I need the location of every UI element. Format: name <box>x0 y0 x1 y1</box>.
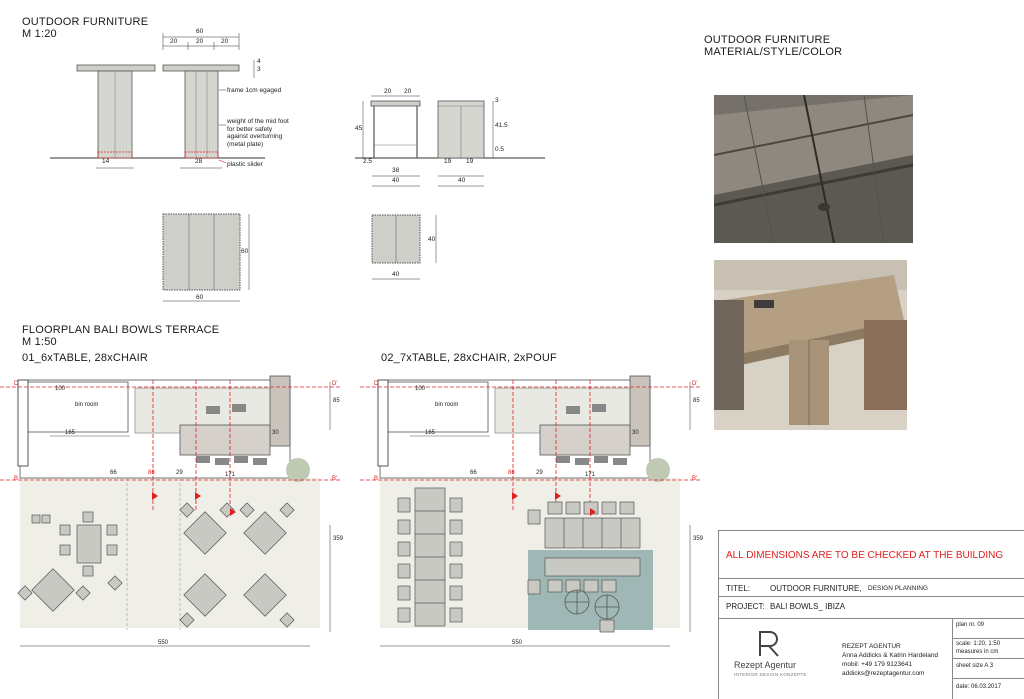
floorplan-scale: M 1:50 <box>22 336 57 348</box>
dim-top-a: 20 <box>170 38 178 45</box>
plan2-section-dp: D' <box>692 381 698 387</box>
title-block: ALL DIMENSIONS ARE TO BE CHECKED AT THE … <box>718 530 1024 699</box>
dim-chair2-b: 19 <box>466 158 474 165</box>
plan2-dim-359: 359 <box>693 536 704 542</box>
plan1-label: 01_6xTABLE, 28xCHAIR <box>22 352 149 364</box>
plan1-dim-29: 29 <box>176 470 183 476</box>
dim-top-c: 20 <box>221 38 229 45</box>
plan1-section-d: D <box>14 381 19 387</box>
table-plan-view <box>162 213 241 291</box>
plan2-dim-165: 165 <box>425 430 436 436</box>
company-mobil: mobil: +49 179 9123641 <box>842 661 912 668</box>
company-email: addicks@rezeptagentur.com <box>842 670 925 677</box>
plan2-section-d: D <box>374 381 379 387</box>
chair-side-view <box>370 100 421 158</box>
dim-thick-3: 3 <box>257 66 261 73</box>
wood-texture-photo <box>714 95 913 243</box>
plan2-section-bp: B' <box>692 476 698 482</box>
furniture-scale: M 1:20 <box>22 28 57 40</box>
chair-front-view <box>437 100 485 159</box>
plan1-dim-165: 165 <box>65 430 76 436</box>
plan1-dim-86: 86 <box>148 470 155 476</box>
dim-chair2-top: 3 <box>495 97 499 104</box>
dim-chair2-body: 41.5 <box>495 122 508 129</box>
dim-chair-w: 40 <box>392 177 400 184</box>
plan1-dim-359: 359 <box>333 536 344 542</box>
furniture-drawings <box>50 33 545 302</box>
material-title: OUTDOOR FURNITURE <box>704 34 831 46</box>
titel-value: OUTDOOR FURNITURE, <box>770 584 862 593</box>
floorplan-2 <box>360 375 700 647</box>
dim-chair2-a: 19 <box>444 158 452 165</box>
plan1-section-b: B <box>14 476 19 482</box>
date-info: date: 06.03.2017 <box>956 684 1002 690</box>
floorplan-1 <box>0 375 340 647</box>
plan1-bin-room: bin room <box>75 402 99 408</box>
dim-plan-chair-h: 40 <box>428 236 436 243</box>
dim-foot-mid: 28 <box>195 158 203 165</box>
logo-icon <box>759 631 779 657</box>
furniture-title: OUTDOOR FURNITURE <box>22 16 149 28</box>
company-name: REZEPT AGENTUR <box>842 643 901 650</box>
dim-thick-4: 4 <box>257 58 261 65</box>
material-subtitle: MATERIAL/STYLE/COLOR <box>704 46 843 58</box>
dim-chair-inner: 38 <box>392 167 400 174</box>
plan1-dim-550: 550 <box>158 640 169 646</box>
measures-info: measures in cm <box>956 649 999 655</box>
plan1-dim-85: 85 <box>333 398 340 404</box>
titel-label: TITEL: <box>726 584 751 593</box>
company-people: Anna Addicks & Katrin Hardeland <box>842 652 939 659</box>
floorplan-title: FLOORPLAN BALI BOWLS TERRACE <box>22 324 220 336</box>
dim-top-b: 20 <box>196 38 204 45</box>
table-front-view <box>97 64 240 164</box>
table-photo <box>714 260 907 430</box>
dim-chair-top-a: 20 <box>384 88 392 95</box>
project-label: PROJECT: <box>726 602 765 611</box>
plan1-dim-66: 66 <box>110 470 117 476</box>
chair-plan-view <box>371 214 421 264</box>
plan1-section-dp: D' <box>332 381 338 387</box>
project-value: BALI BOWLS_ IBIZA <box>770 602 846 611</box>
dim-plan-table-h: 60 <box>241 248 249 255</box>
frame-note: frame 1cm egaged <box>227 87 282 94</box>
logo-sub: INTERIOR DESIGN KONZEPTE <box>734 672 807 677</box>
plan1-dim-30: 30 <box>272 430 279 436</box>
plan2-dim-86: 86 <box>508 470 515 476</box>
plan2-dim-100: 100 <box>415 386 426 392</box>
scale-info: scale: 1:20, 1:50 <box>956 641 1001 647</box>
dim-chair-leg: 2.5 <box>363 158 373 165</box>
dim-plan-chair-w: 40 <box>392 271 400 278</box>
plan1-dim-100: 100 <box>55 386 66 392</box>
plan2-dim-550: 550 <box>512 640 523 646</box>
dim-plan-table-w: 60 <box>196 294 204 301</box>
weight-note: weight of the mid foot for better safety… <box>227 118 289 148</box>
logo-text: Rezept Agentur <box>734 660 797 670</box>
plan2-dim-30: 30 <box>632 430 639 436</box>
plan1-dim-171: 171 <box>225 472 236 478</box>
warning-text: ALL DIMENSIONS ARE TO BE CHECKED AT THE … <box>726 550 1004 561</box>
titel-sub: DESIGN PLANNING <box>868 585 928 592</box>
dim-chair2-bot: 0.5 <box>495 146 505 153</box>
plan2-dim-85: 85 <box>693 398 700 404</box>
table-side-view <box>76 64 156 159</box>
dim-chair2-w: 40 <box>458 177 466 184</box>
plan2-label: 02_7xTABLE, 28xCHAIR, 2xPOUF <box>381 352 557 364</box>
plan1-section-bp: B' <box>332 476 338 482</box>
plan2-dim-66: 66 <box>470 470 477 476</box>
dim-chair-top-b: 20 <box>404 88 412 95</box>
dim-foot-side: 14 <box>102 158 110 165</box>
plan2-dim-171: 171 <box>585 472 596 478</box>
dim-chair-h: 45 <box>355 125 363 132</box>
plan2-section-b: B <box>374 476 379 482</box>
plan2-dim-29: 29 <box>536 470 543 476</box>
slider-note: plastic slider <box>227 161 263 168</box>
plan2-bin-room: bin room <box>435 402 459 408</box>
plan-nr: plan nr. 09 <box>956 622 985 628</box>
sheet-size: sheet size A 3 <box>956 663 994 669</box>
dim-top-total: 60 <box>196 28 204 35</box>
